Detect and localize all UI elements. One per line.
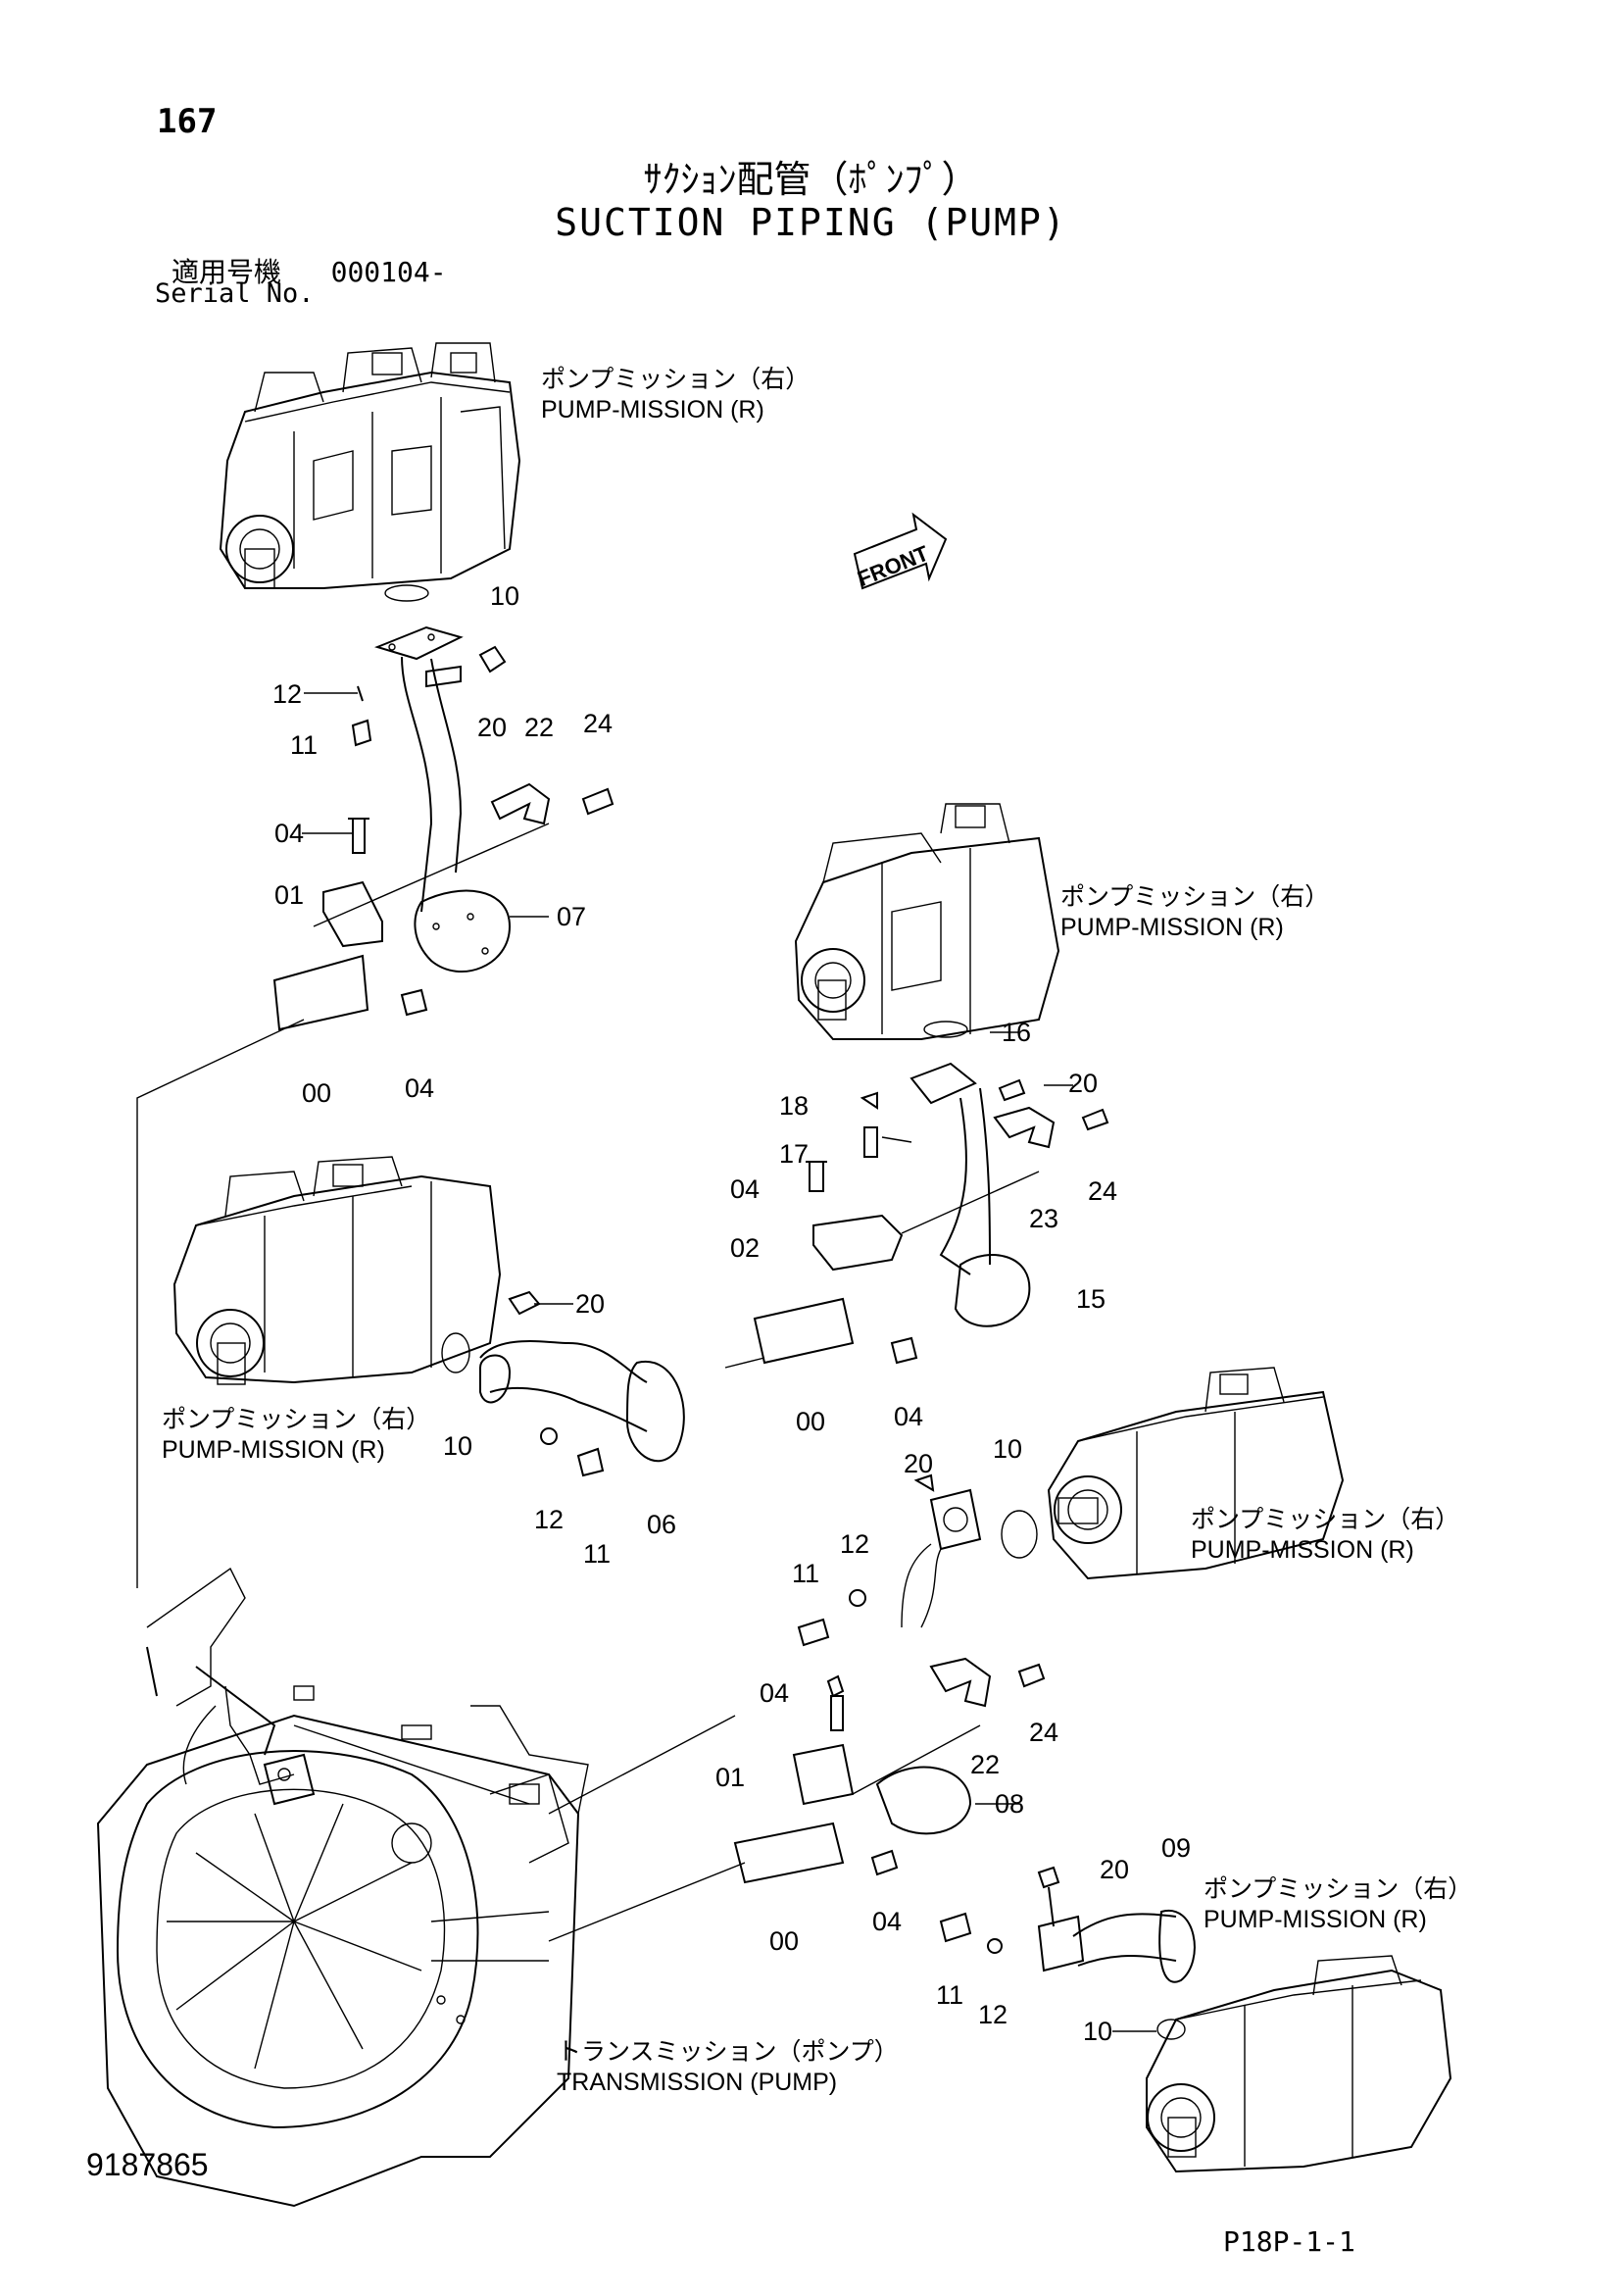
callout-01: 01 bbox=[274, 880, 305, 910]
callout-11: 11 bbox=[792, 1559, 820, 1588]
serial-label-japanese: 適用号機 bbox=[172, 256, 282, 288]
callout-00: 00 bbox=[302, 1078, 332, 1108]
suction-pipe-09-assembly bbox=[939, 1866, 1196, 2040]
callout-04: 04 bbox=[730, 1174, 761, 1204]
callout-10: 10 bbox=[993, 1434, 1023, 1464]
callout-00: 00 bbox=[769, 1926, 800, 1956]
callout-07: 07 bbox=[557, 902, 587, 931]
callout-04: 04 bbox=[405, 1073, 435, 1103]
pump-mission-2-illustration bbox=[794, 803, 1060, 1040]
drawing-number: 9187865 bbox=[86, 2147, 209, 2182]
caption-pump-mission-2-en: PUMP-MISSION (R) bbox=[1060, 914, 1284, 941]
callout-23: 23 bbox=[1029, 1204, 1059, 1233]
callout-08: 08 bbox=[995, 1789, 1025, 1819]
callout-22: 22 bbox=[524, 713, 555, 742]
callout-20: 20 bbox=[575, 1289, 606, 1319]
caption-pump-mission-3: ポンプミッション（右） PUMP-MISSION (R) bbox=[162, 1405, 430, 1466]
callout-12: 12 bbox=[840, 1529, 870, 1559]
title-english: SUCTION PIPING (PUMP) bbox=[555, 201, 1067, 244]
pump-mission-5-illustration bbox=[1146, 1955, 1452, 2173]
serial-label-english: Serial No. bbox=[155, 278, 315, 309]
callout-11: 11 bbox=[583, 1539, 612, 1569]
title-japanese: ｻｸｼｮﾝ配管（ﾎﾟﾝﾌﾟ） bbox=[643, 158, 979, 201]
callout-10: 10 bbox=[490, 581, 520, 611]
caption-pump-mission-4-en: PUMP-MISSION (R) bbox=[1191, 1536, 1414, 1564]
caption-transmission: トランスミッション（ポンプ） TRANSMISSION (PUMP) bbox=[557, 2037, 899, 2098]
callout-12: 12 bbox=[534, 1505, 565, 1534]
callout-09: 09 bbox=[1161, 1833, 1192, 1863]
front-marker-label: FRONT bbox=[854, 540, 932, 591]
callout-04: 04 bbox=[760, 1678, 790, 1708]
callout-04: 04 bbox=[872, 1907, 903, 1936]
callout-20: 20 bbox=[904, 1449, 934, 1478]
callout-00: 00 bbox=[796, 1407, 826, 1436]
callout-10: 10 bbox=[1083, 2017, 1113, 2046]
caption-pump-mission-5: ポンプミッション（右） PUMP-MISSION (R) bbox=[1204, 1874, 1472, 1935]
callout-15: 15 bbox=[1076, 1284, 1106, 1314]
caption-pump-mission-1-jp: ポンプミッション（右） bbox=[541, 366, 811, 393]
suction-pipe-07-assembly bbox=[136, 584, 614, 1588]
callout-06: 06 bbox=[647, 1510, 677, 1539]
callout-04: 04 bbox=[274, 819, 305, 848]
callout-20: 20 bbox=[1100, 1855, 1130, 1884]
callout-02: 02 bbox=[730, 1233, 761, 1263]
callout-20: 20 bbox=[477, 713, 508, 742]
suction-pipe-15-assembly bbox=[724, 1021, 1109, 1369]
suction-pipe-06-assembly bbox=[441, 1290, 685, 1477]
caption-pump-mission-2-jp: ポンプミッション（右） bbox=[1060, 883, 1330, 911]
callout-11: 11 bbox=[290, 730, 319, 760]
sheet-code: P18P-1-1 bbox=[1223, 2225, 1355, 2258]
callout-16: 16 bbox=[1002, 1018, 1032, 1047]
callout-24: 24 bbox=[1029, 1718, 1059, 1747]
caption-transmission-jp: トランスミッション（ポンプ） bbox=[557, 2038, 899, 2066]
transmission-illustration bbox=[96, 1567, 589, 2208]
callout-01: 01 bbox=[715, 1763, 746, 1792]
caption-pump-mission-3-jp: ポンプミッション（右） bbox=[162, 1406, 431, 1433]
caption-pump-mission-3-en: PUMP-MISSION (R) bbox=[162, 1436, 385, 1464]
callout-24: 24 bbox=[583, 709, 614, 738]
caption-pump-mission-4-jp: ポンプミッション（右） bbox=[1191, 1506, 1460, 1533]
caption-pump-mission-1-en: PUMP-MISSION (R) bbox=[541, 396, 764, 424]
callout-20: 20 bbox=[1068, 1069, 1099, 1098]
front-direction-marker: FRONT bbox=[853, 512, 948, 591]
suction-pipe-08-assembly bbox=[548, 1657, 1046, 1942]
caption-pump-mission-1: ポンプミッション（右） PUMP-MISSION (R) bbox=[541, 365, 810, 425]
callout-04: 04 bbox=[894, 1402, 924, 1431]
callout-17: 17 bbox=[779, 1139, 810, 1169]
pump-mission-3-illustration bbox=[172, 1156, 502, 1385]
callout-12: 12 bbox=[978, 2000, 1008, 2029]
pump-mission-4-illustration bbox=[1047, 1367, 1345, 1580]
pump-mission-1-illustration bbox=[219, 342, 521, 589]
caption-pump-mission-5-jp: ポンプミッション（右） bbox=[1204, 1875, 1473, 1903]
pipe-flange-assembly-right bbox=[797, 1473, 1038, 1647]
callout-22: 22 bbox=[970, 1750, 1001, 1779]
callout-11: 11 bbox=[936, 1980, 964, 2010]
callout-10: 10 bbox=[443, 1431, 473, 1461]
serial-value: 000104- bbox=[330, 256, 447, 288]
serial-applicable-line: 適用号機 000104- bbox=[172, 251, 447, 290]
callout-leader-lines bbox=[302, 692, 1156, 2032]
page-number: 167 bbox=[157, 102, 218, 141]
callout-24: 24 bbox=[1088, 1176, 1118, 1206]
callout-12: 12 bbox=[272, 679, 303, 709]
caption-pump-mission-2: ポンプミッション（右） PUMP-MISSION (R) bbox=[1060, 882, 1329, 943]
callout-18: 18 bbox=[779, 1091, 810, 1121]
caption-pump-mission-4: ポンプミッション（右） PUMP-MISSION (R) bbox=[1191, 1505, 1459, 1566]
caption-pump-mission-5-en: PUMP-MISSION (R) bbox=[1204, 1906, 1427, 1933]
caption-transmission-en: TRANSMISSION (PUMP) bbox=[557, 2069, 838, 2096]
